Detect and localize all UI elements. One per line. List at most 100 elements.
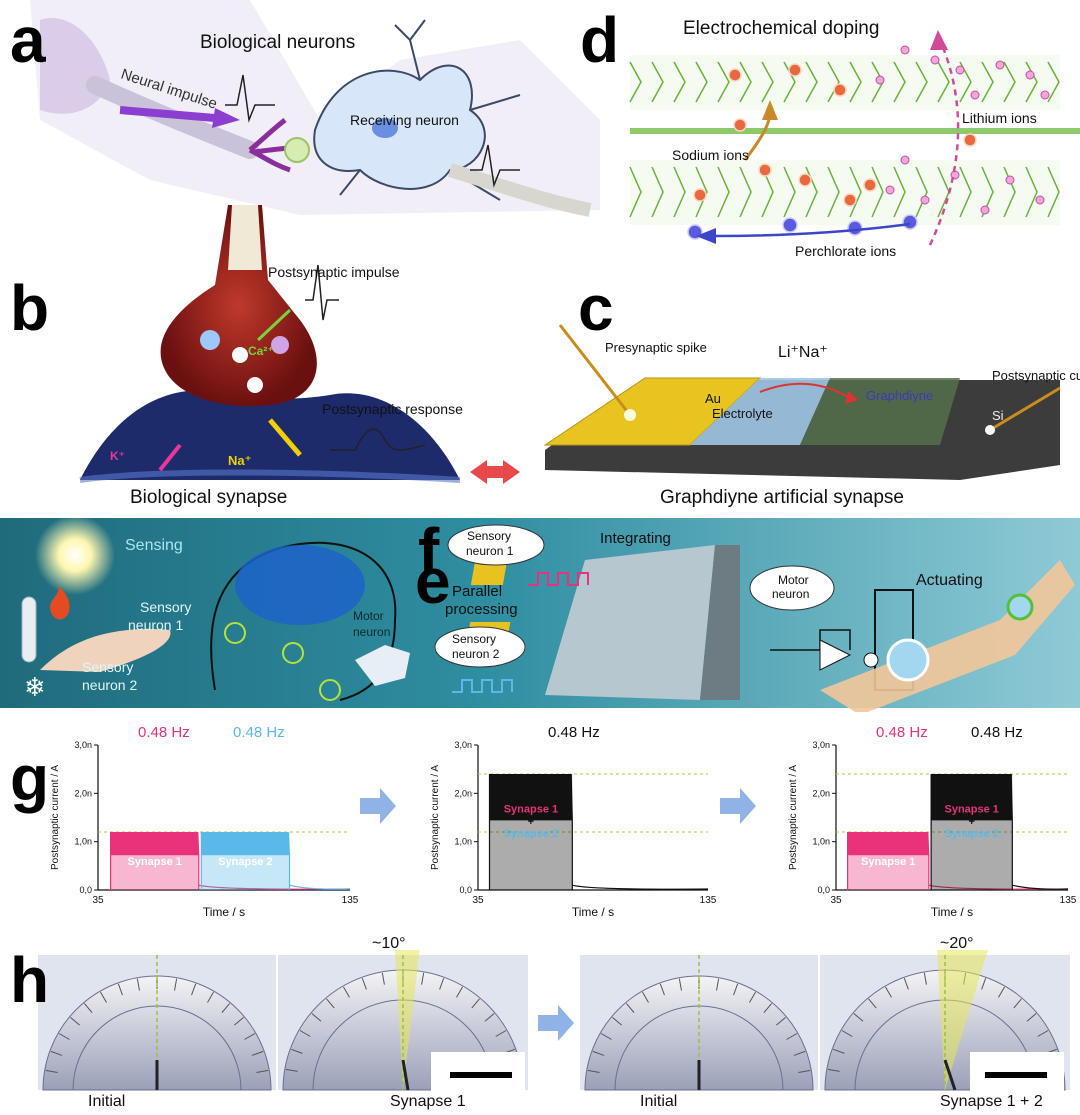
sun-icon (35, 515, 115, 595)
lattice-line (1003, 61, 1016, 103)
graphdiyne-channel (800, 378, 960, 445)
protractor-tick (136, 978, 140, 991)
protractor-tick (587, 1069, 600, 1073)
perchlorate-ion-arrowhead (696, 228, 716, 244)
lattice-line (959, 166, 972, 218)
na-influx-arrow (268, 418, 302, 457)
protractor-tick (70, 1016, 80, 1026)
perchlorate-ion (847, 220, 863, 236)
y-tick-label: 3,0n (454, 740, 472, 750)
synapse-1-2-label: Synapse 1 + 2 (940, 1093, 1043, 1110)
lattice-line (981, 61, 994, 103)
protractor-tick (244, 1033, 256, 1040)
sensory-node (282, 642, 304, 664)
lattice-line (695, 61, 708, 103)
protractor-tick (853, 1013, 864, 1022)
protractor-tick (1037, 1030, 1049, 1037)
lattice-line (1025, 166, 1038, 218)
neural-impulse-arrowhead (212, 108, 240, 128)
sodium-ion (733, 118, 747, 132)
perchlorate-ions-label: Perchlorate ions (795, 243, 896, 259)
protractor-tick (326, 998, 335, 1009)
li-na-ions-label: Li⁺Na⁺ (778, 344, 828, 361)
protractor-tick (361, 978, 367, 990)
sodium-ion-arrowhead (762, 100, 778, 120)
receiving-neuron-label: Receiving neuron (350, 112, 459, 128)
y-tick-label: 2,0n (74, 788, 92, 798)
graphdiyne-artificial-synapse-caption: Graphdiyne artificial synapse (660, 487, 904, 508)
ion-migration-arrow (759, 382, 851, 399)
y-axis-label: Postsynaptic current / A (50, 765, 61, 870)
wrist-joint (1006, 593, 1034, 621)
device-channel (700, 545, 740, 700)
initial-label-1: Initial (88, 1093, 125, 1110)
protractor-tick (45, 1069, 58, 1073)
frequency-label: 0.48 Hz (876, 724, 928, 741)
pulse-train-2-icon (452, 679, 513, 693)
protractor-tick (981, 978, 987, 990)
postsynaptic-contact (985, 425, 995, 435)
protractor-tick (625, 1003, 635, 1013)
lattice-line (717, 166, 730, 218)
lattice-line (695, 166, 708, 218)
lattice-line (849, 166, 862, 218)
panel-c: c Presynaptic spike Li⁺Na⁺ Au Electrolyt… (543, 272, 1080, 508)
motor-node (319, 679, 341, 701)
presynaptic-axon-b (228, 205, 262, 270)
amplifier-circuit (770, 629, 851, 651)
protractor-tick (191, 983, 197, 996)
sodium-ion (843, 193, 857, 207)
series-label-plus: + (528, 816, 534, 828)
protractor-tick (786, 1033, 798, 1040)
lithium-ion (875, 75, 885, 85)
panel-d: d Electrochemical doping Lithium ions So… (580, 0, 1080, 270)
series-line (847, 831, 930, 890)
frequency-label: 0.48 Hz (233, 724, 285, 741)
protractor-tick (798, 1069, 811, 1073)
lithium-ion (930, 55, 940, 65)
actuating-label: Actuating (916, 572, 983, 589)
presynaptic-probe (558, 324, 632, 416)
actuator-needle (943, 1059, 957, 1091)
protractor-tick (903, 978, 909, 990)
impulse-waveform (225, 74, 275, 123)
protractor-tick (923, 972, 927, 985)
protractor-tick (456, 986, 463, 998)
ion-migration-arrowhead (845, 391, 858, 404)
snowflake-icon: ❄ (24, 672, 46, 702)
motor-neuron-bubble (749, 565, 835, 611)
lattice-line (827, 166, 840, 218)
protractor-tick (291, 1048, 303, 1054)
protractor-tick (50, 1050, 63, 1056)
brain-icon (235, 545, 365, 625)
x-tick-label: 35 (830, 895, 842, 906)
lattice-line (1047, 166, 1060, 218)
protractor-tick (117, 983, 123, 996)
y-tick-label: 2,0n (812, 788, 830, 798)
protractor-tick (885, 986, 892, 998)
perchlorate-ion (902, 214, 918, 230)
sensory-neuron-1-bubble (447, 524, 545, 566)
arm-icon (820, 560, 1075, 715)
protractor-tick (733, 983, 739, 996)
panel-d-label: d (580, 4, 619, 76)
y-tick-label: 3,0n (812, 740, 830, 750)
pulse-train-1-icon (528, 572, 589, 586)
protractor-tick (868, 998, 877, 1009)
finger-icon (40, 629, 171, 672)
sodium-ion (833, 83, 847, 97)
y-tick-label: 3,0n (74, 740, 92, 750)
postsynaptic-response-label: Postsynaptic response (322, 401, 463, 417)
graphdiyne-label: Graphdiyne (866, 388, 933, 403)
panel-d-background (600, 0, 1080, 270)
protractor-photo (820, 950, 1070, 1091)
thermometer-icon (21, 596, 37, 663)
vesicle (232, 347, 248, 363)
lattice-line (651, 61, 664, 103)
si-label: Si (992, 408, 1004, 423)
x-tick-label: 35 (92, 895, 104, 906)
protractor-tick (174, 978, 178, 991)
initial-label-2: Initial (640, 1093, 677, 1110)
